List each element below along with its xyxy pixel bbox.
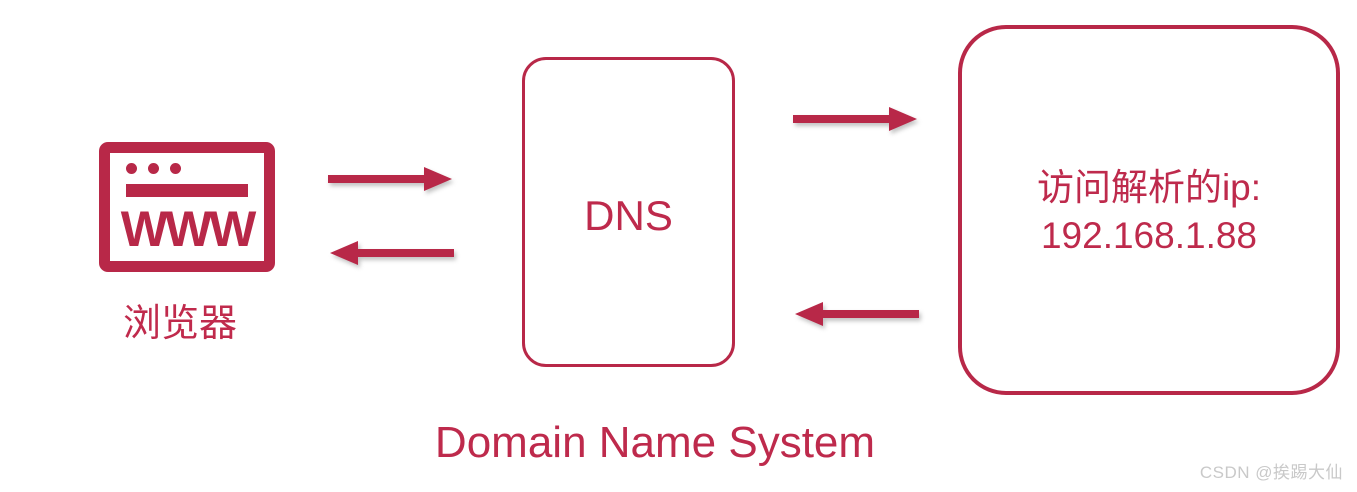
- arrow-dns-to-browser: [328, 240, 454, 266]
- arrow-dns-to-ip: [793, 106, 919, 132]
- browser-label: 浏览器: [122, 303, 237, 345]
- resolved-ip-text: 访问解析的ip: 192.168.1.88: [962, 164, 1336, 260]
- browser-titlebar-dots: [126, 163, 181, 174]
- arrow-ip-to-dns: [793, 301, 919, 327]
- browser-dot-2-icon: [148, 163, 159, 174]
- dns-label: DNS: [584, 192, 673, 239]
- arrow-browser-to-dns: [328, 166, 454, 192]
- browser-dot-1-icon: [126, 163, 137, 174]
- resolved-ip-line-1: 访问解析的ip:: [1036, 167, 1262, 208]
- resolved-ip-node: 访问解析的ip: 192.168.1.88: [958, 25, 1340, 395]
- dns-node: DNS: [522, 57, 735, 367]
- resolved-ip-line-2: 192.168.1.88: [1040, 215, 1258, 256]
- browser-www-icon: WWW: [99, 142, 275, 272]
- browser-address-bar: [126, 184, 248, 197]
- diagram-title: Domain Name System: [434, 418, 876, 467]
- browser-dot-3-icon: [170, 163, 181, 174]
- browser-www-text: WWW: [120, 201, 257, 257]
- watermark: CSDN @挨踢大仙: [1199, 463, 1343, 482]
